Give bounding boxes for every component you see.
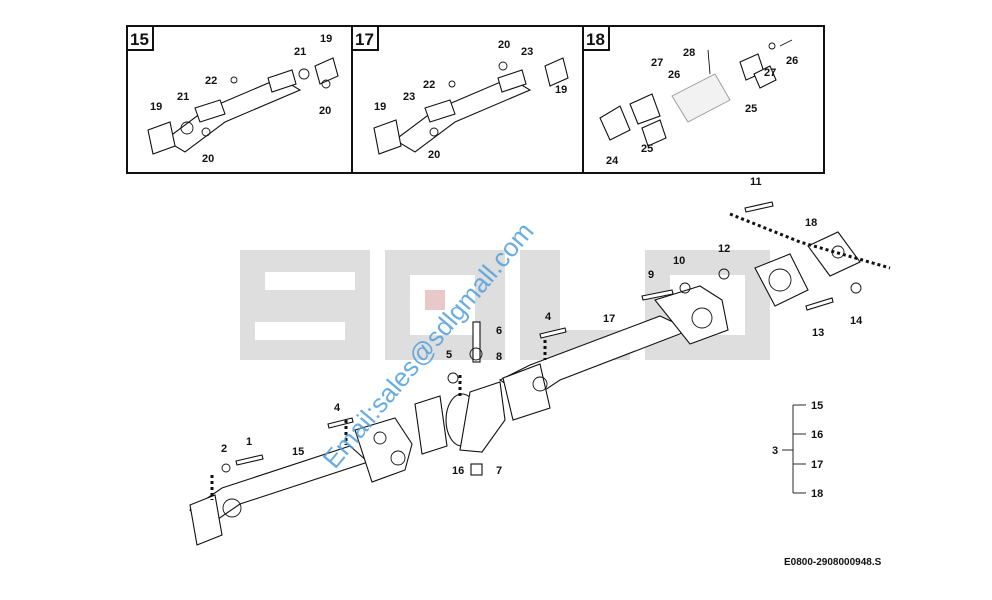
panel-number: 18 bbox=[586, 30, 605, 49]
callout-number: 23 bbox=[521, 46, 533, 58]
center-bearing bbox=[414, 395, 448, 455]
callout-number: 1 bbox=[246, 436, 252, 448]
callout-number: 22 bbox=[423, 79, 435, 91]
callout-number: 26 bbox=[786, 55, 798, 67]
callout-number: 15 bbox=[811, 400, 823, 412]
callout-number: 18 bbox=[811, 488, 823, 500]
callout-number: 12 bbox=[718, 243, 730, 255]
drawing-code: E0800-2908000948.S bbox=[784, 557, 882, 568]
callout-number: 27 bbox=[651, 57, 663, 69]
callout-number: 28 bbox=[683, 47, 695, 59]
callout-number: 14 bbox=[850, 315, 863, 327]
callout-number: 7 bbox=[496, 465, 502, 477]
callout-number: 16 bbox=[452, 465, 464, 477]
callout-number: 21 bbox=[177, 91, 189, 103]
callout-number: 17 bbox=[603, 313, 615, 325]
callout-number: 26 bbox=[668, 69, 680, 81]
callout-number: 19 bbox=[150, 101, 162, 113]
flange bbox=[754, 253, 809, 307]
callout-number: 9 bbox=[648, 269, 654, 281]
assembly-bracket-legend: 3 15 16 17 18 bbox=[772, 400, 823, 500]
callout-number: 10 bbox=[673, 255, 685, 267]
panel-number: 15 bbox=[130, 30, 149, 49]
callout-number: 6 bbox=[496, 325, 502, 337]
panel-strip-frame bbox=[126, 25, 825, 174]
callout-number: 11 bbox=[750, 176, 762, 188]
callout-number: 5 bbox=[446, 349, 452, 361]
callout-number: 19 bbox=[555, 84, 567, 96]
panel-17: 17 20 23 19 22 19 23 20 bbox=[351, 25, 569, 161]
callout-number: 25 bbox=[641, 143, 653, 155]
callout-number: 4 bbox=[545, 311, 552, 323]
panel-18: 18 27 28 26 27 26 25 25 24 bbox=[582, 25, 798, 167]
callout-number: 22 bbox=[205, 75, 217, 87]
callout-number: 8 bbox=[496, 351, 502, 363]
callout-number: 24 bbox=[606, 155, 619, 167]
callout-number: 20 bbox=[319, 105, 331, 117]
callout-number: 18 bbox=[805, 217, 817, 229]
callout-number: 17 bbox=[811, 459, 823, 471]
callout-number: 15 bbox=[292, 446, 304, 458]
callout-number: 3 bbox=[772, 445, 778, 457]
callout-number: 4 bbox=[334, 402, 341, 414]
panel-number: 17 bbox=[355, 30, 374, 49]
callout-number: 16 bbox=[811, 429, 823, 441]
callout-number: 20 bbox=[498, 39, 510, 51]
callout-number: 13 bbox=[812, 327, 824, 339]
callout-number: 19 bbox=[374, 101, 386, 113]
drive-shaft-assembly bbox=[189, 201, 891, 546]
panel-15: 15 22 21 19 19 21 20 20 bbox=[126, 25, 339, 165]
callout-number: 21 bbox=[294, 46, 306, 58]
callout-labels: 1 2 4 4 5 6 7 8 9 10 11 12 13 14 15 16 1… bbox=[221, 176, 863, 477]
callout-number: 23 bbox=[403, 91, 415, 103]
callout-number: 25 bbox=[745, 103, 757, 115]
callout-number: 20 bbox=[428, 149, 440, 161]
callout-number: 27 bbox=[764, 67, 776, 79]
callout-number: 20 bbox=[202, 153, 214, 165]
callout-number: 2 bbox=[221, 443, 227, 455]
callout-number: 19 bbox=[320, 33, 332, 45]
